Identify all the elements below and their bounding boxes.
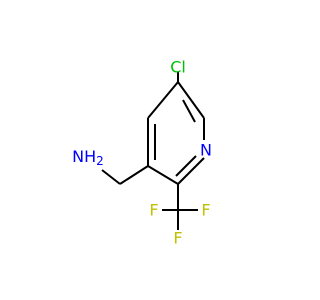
- fluorine-left-label: F: [149, 201, 158, 220]
- bond-c5-c6: [177, 81, 205, 119]
- amine-group-label: NH2: [72, 147, 104, 169]
- molecule-structure: Cl N NH2 F F F: [72, 58, 212, 248]
- chlorine-atom-label: Cl: [170, 58, 186, 77]
- pyridine-nitrogen-label: N: [200, 141, 212, 160]
- bond-ch2-nh2: [101, 169, 121, 185]
- bond-c2-c3: [147, 165, 179, 185]
- fluorine-bottom-label: F: [173, 229, 182, 248]
- bond-c2-c2-inner: [175, 155, 197, 177]
- bond-n-c2: [177, 157, 205, 185]
- bond-c6-c6-inner: [182, 99, 196, 123]
- bond-c3-ch2: [119, 165, 149, 185]
- amine-label-main: NH: [72, 147, 96, 166]
- bond-c5-c4: [147, 81, 179, 119]
- amine-label-subscript: 2: [96, 154, 104, 168]
- fluorine-right-label: F: [201, 201, 210, 220]
